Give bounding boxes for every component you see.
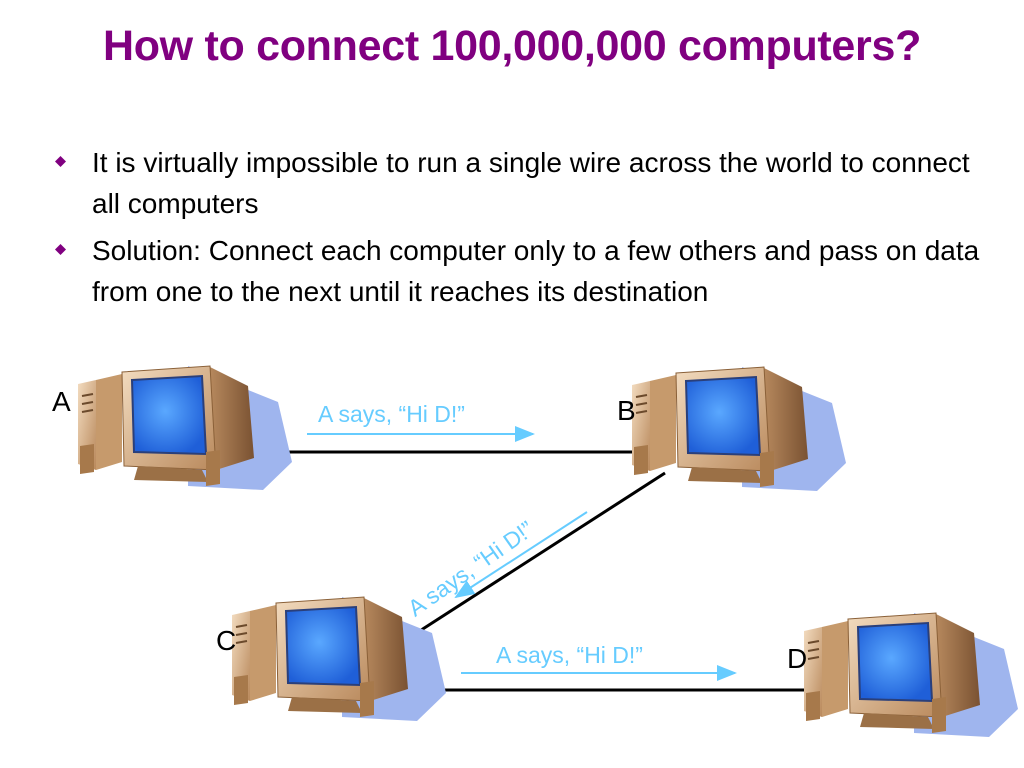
slide-title: How to connect 100,000,000 computers? xyxy=(102,22,922,70)
link-b-c xyxy=(414,471,666,636)
node-label-a: A xyxy=(52,386,71,417)
node-label-d: D xyxy=(787,643,808,674)
computer-a-icon xyxy=(77,365,293,491)
bullet-item: Solution: Connect each computer only to … xyxy=(55,230,985,312)
diamond-bullet-icon xyxy=(55,244,66,255)
message-label-c-d: A says, “Hi D!” xyxy=(496,642,643,668)
bullet-list: It is virtually impossible to run a sing… xyxy=(55,142,985,318)
message-arrow-b-c xyxy=(454,511,588,599)
computer-d-icon xyxy=(803,612,1019,738)
message-label-a-b: A says, “Hi D!” xyxy=(318,401,465,427)
bullet-item: It is virtually impossible to run a sing… xyxy=(55,142,985,224)
diamond-bullet-icon xyxy=(55,156,66,167)
node-label-c: C xyxy=(216,625,237,656)
node-label-b: B xyxy=(617,395,636,426)
bullet-text: It is virtually impossible to run a sing… xyxy=(92,147,970,219)
bullet-text: Solution: Connect each computer only to … xyxy=(92,235,980,307)
